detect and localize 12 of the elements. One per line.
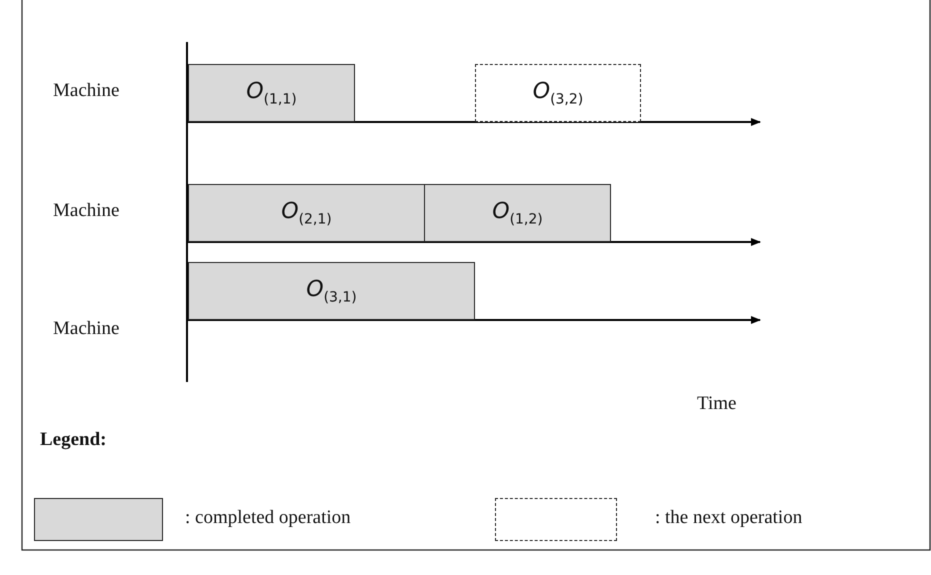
next-operation-bar: O$_{(3,2)}$ [475, 64, 641, 122]
operation-bar: O$_{(1,2)}$ [424, 184, 611, 242]
machine-label: Machine [53, 80, 120, 102]
legend-title: Legend: [40, 429, 106, 451]
machine-label: Machine [53, 318, 120, 340]
legend-text: : the next operation [655, 507, 802, 529]
axis-label: Time [697, 393, 736, 415]
operation-bar: O$_{(2,1)}$ [188, 184, 425, 242]
operation-bar: O$_{(1,1)}$ [188, 64, 355, 122]
legend-text: : completed operation [185, 507, 351, 529]
machine-label: Machine [53, 200, 120, 222]
operation-bar: O$_{(3,1)}$ [188, 262, 475, 320]
